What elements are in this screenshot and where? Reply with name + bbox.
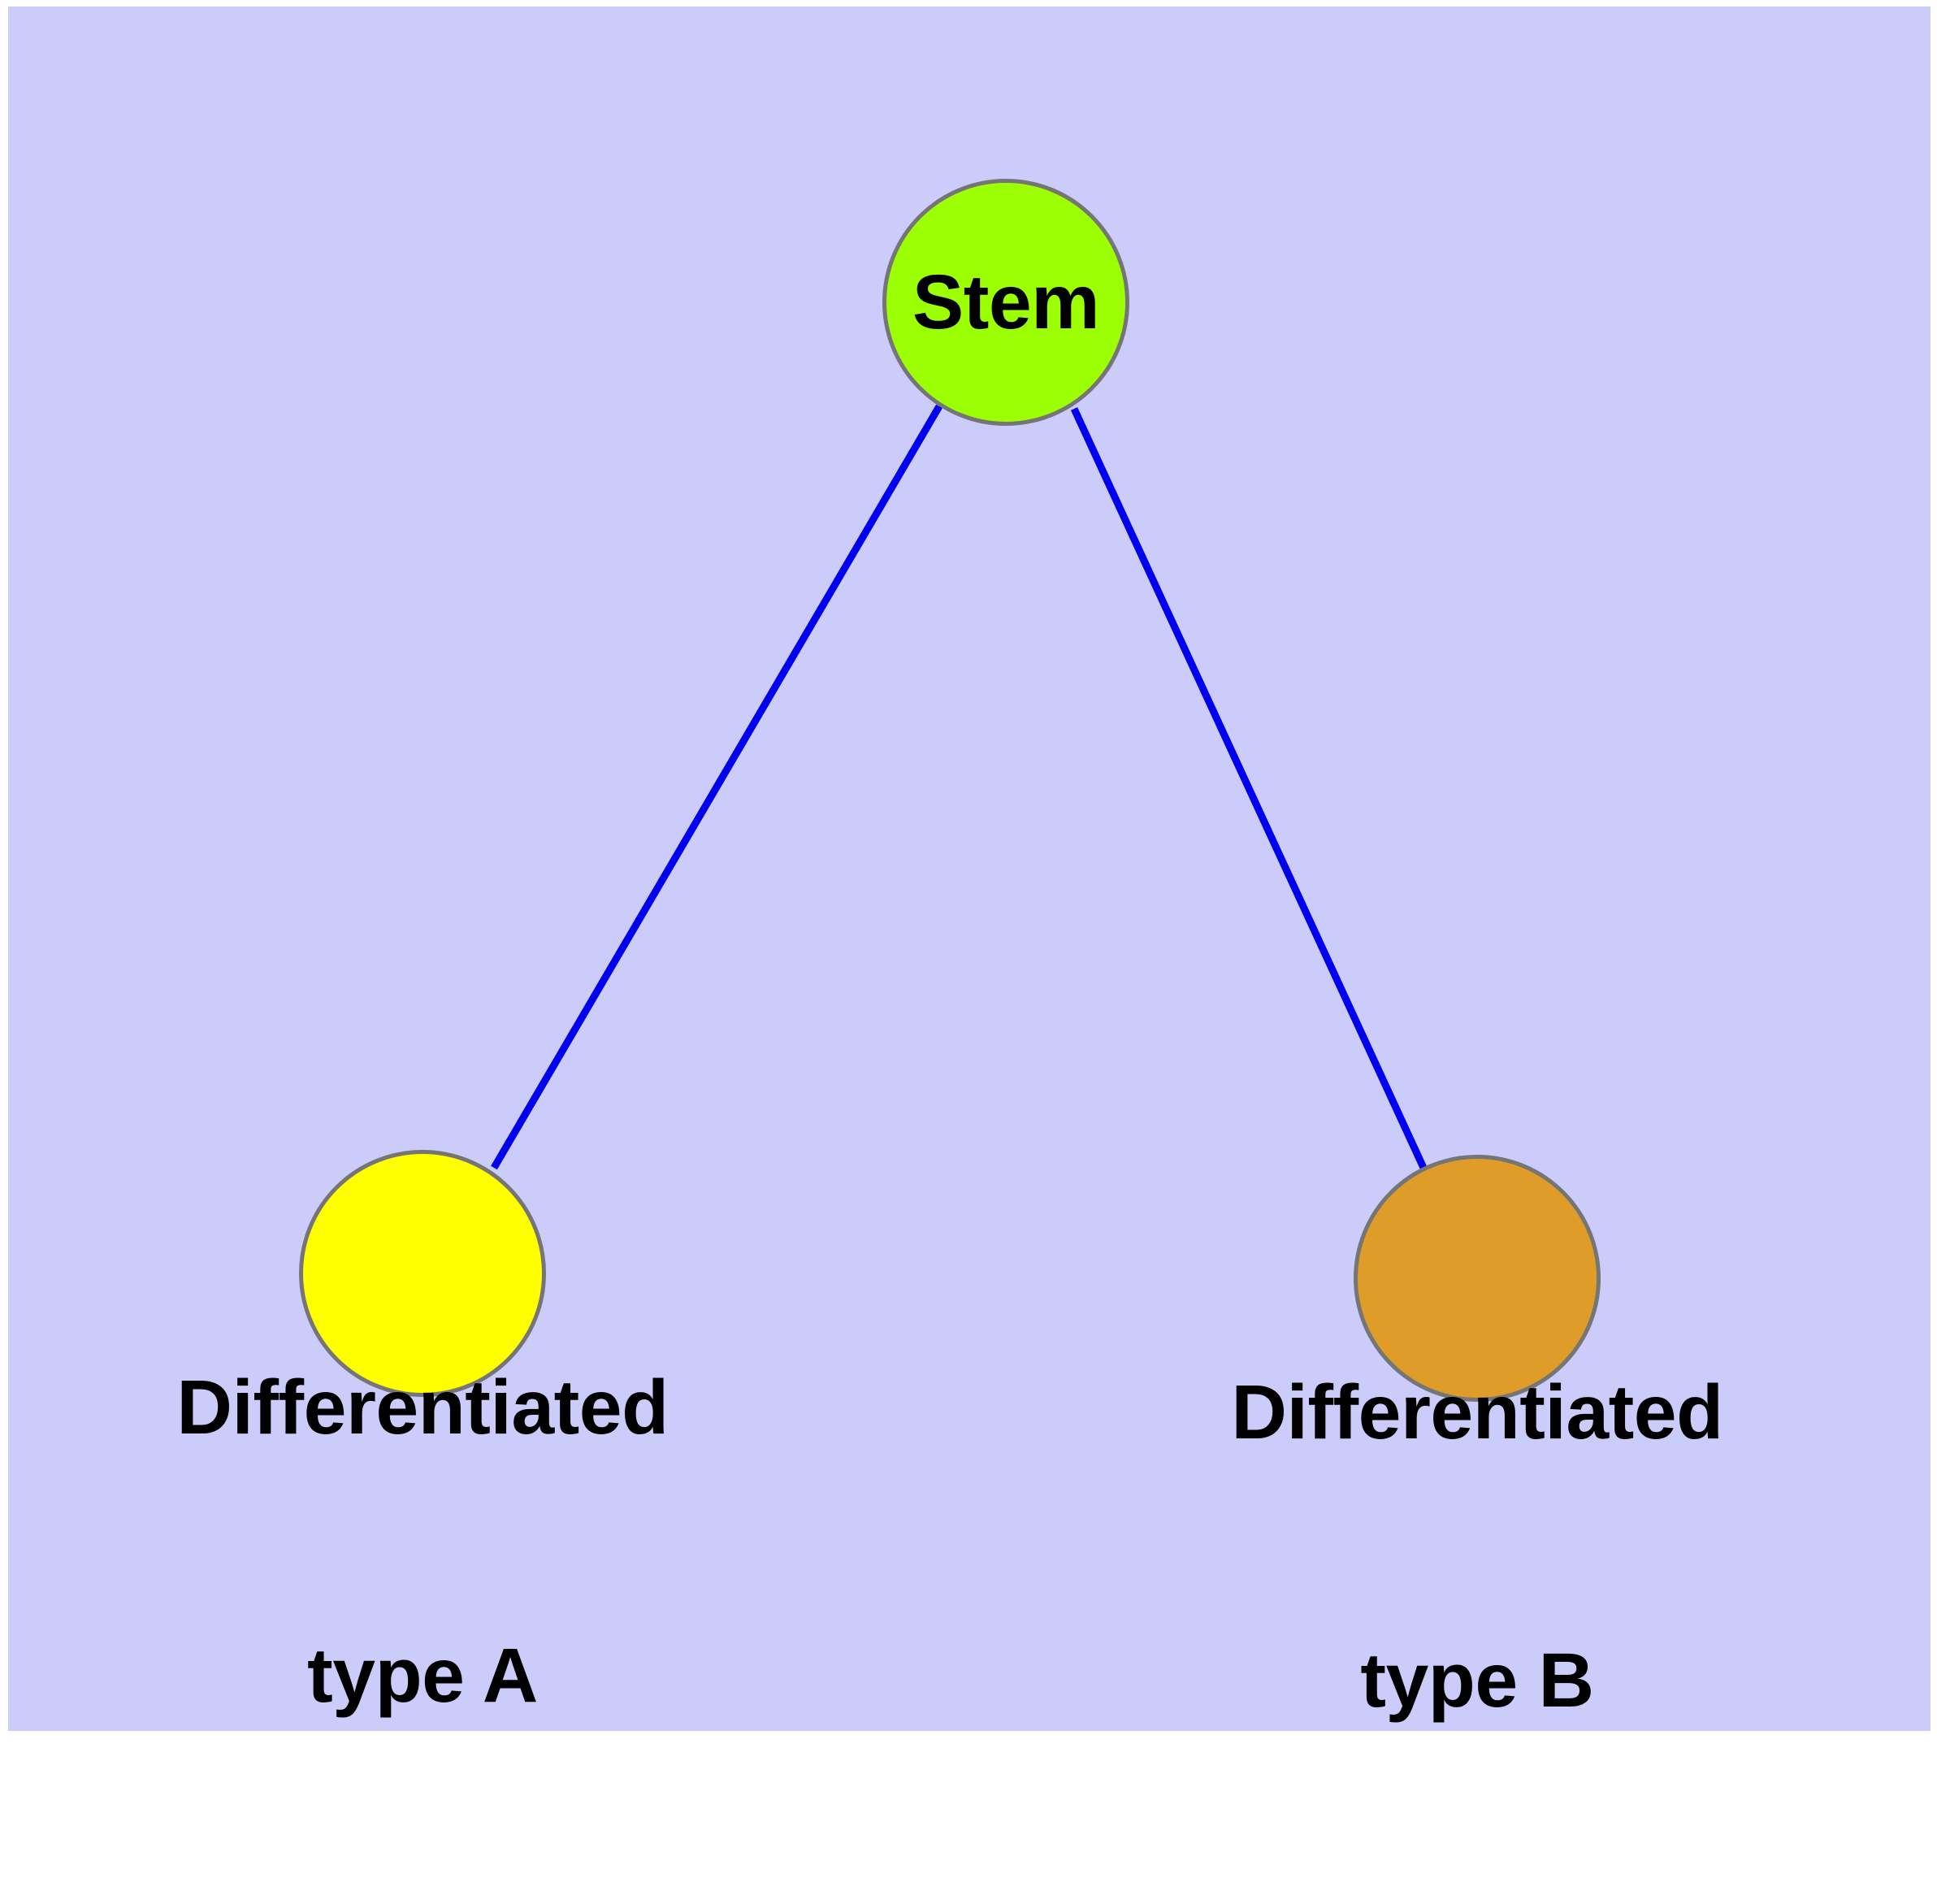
- edge-stem-to-differentiated-type-a: [491, 404, 942, 1170]
- node-differentiated-type-a[interactable]: [299, 1150, 546, 1397]
- node-differentiated-type-b[interactable]: [1354, 1155, 1601, 1402]
- edge-stem-to-differentiated-type-b: [1070, 407, 1428, 1169]
- diagram-canvas: Stem Differentiated type A Differentiate…: [8, 7, 1930, 1731]
- node-stem[interactable]: [882, 179, 1129, 426]
- edge-layer: [491, 404, 1428, 1170]
